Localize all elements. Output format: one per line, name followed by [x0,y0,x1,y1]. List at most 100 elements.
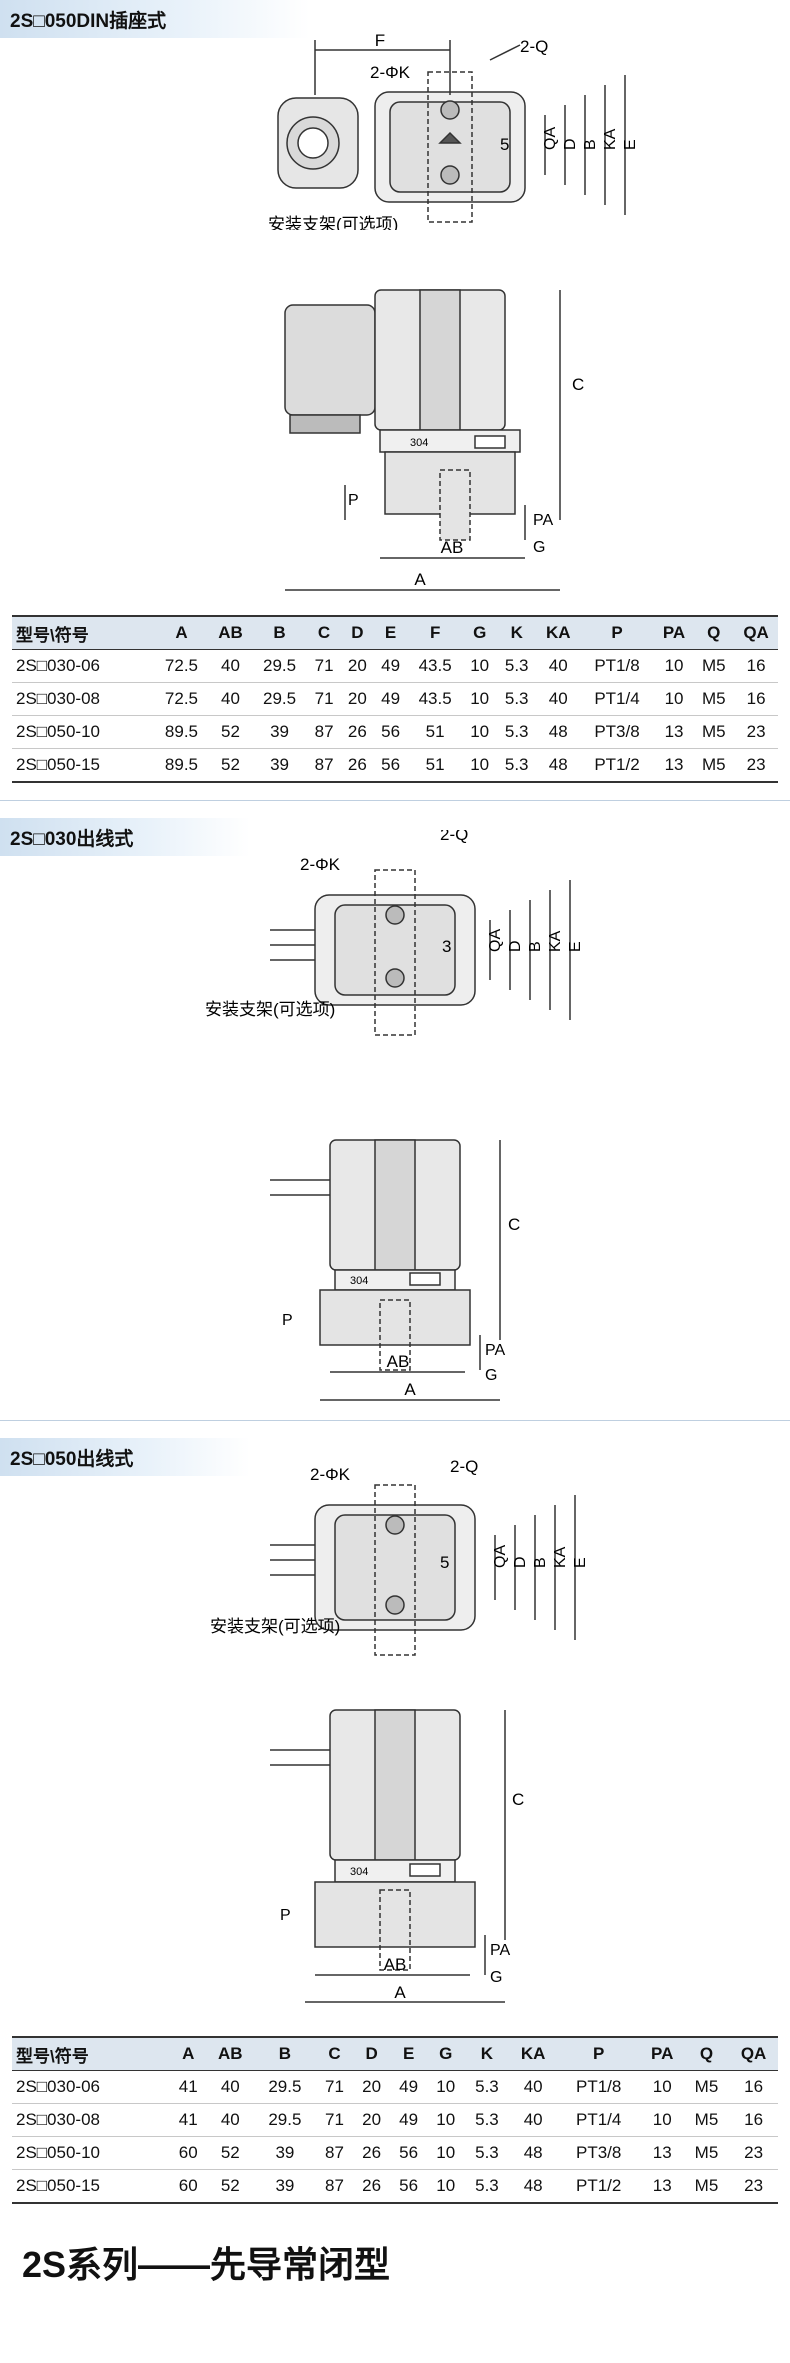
dim-B-2: B [527,941,544,952]
table-cell: 10 [654,649,694,683]
table-cell: 39 [251,715,308,749]
table-cell: 39 [253,2136,316,2170]
table-cell: 10 [640,2070,684,2104]
dim-D-2: D [507,940,524,952]
table-cell: 10 [427,2169,465,2204]
table-cell: 10 [463,748,497,783]
dim-G-2: G [485,1367,497,1384]
dim-KA: KA [602,128,619,150]
dim-E-2: E [567,941,584,952]
table-cell: 51 [407,715,464,749]
dim-P-3: P [280,1907,291,1924]
table-cell: 71 [315,2070,354,2104]
table-header-cell: PA [654,615,694,650]
table-cell: 87 [315,2136,354,2170]
table-cell: 13 [654,715,694,749]
table-cell: 5.3 [496,715,538,749]
dim-KA-2: KA [547,930,564,952]
dim-F: F [375,31,385,50]
table-cell: 13 [640,2136,684,2170]
table-cell: 43.5 [407,649,464,683]
table-cell: 52 [206,2136,254,2170]
table-cell: 26 [340,715,374,749]
table-header-cell: G [427,2036,465,2071]
050-top-view-drawing: 2-ΦK 2-Q 5 QA D B KA E 安装支架(可选项) [210,1457,589,1656]
table-cell: 49 [390,2070,428,2104]
table-header-cell: 型号\符号 [12,2036,170,2071]
table-cell: PT1/4 [556,2103,641,2137]
table-header-cell: KA [537,615,580,650]
table-cell: 87 [315,2169,354,2204]
table-cell: 5.3 [464,2070,510,2104]
table-cell: 72.5 [153,682,210,716]
table-cell: 56 [390,2169,428,2204]
table-cell: 10 [640,2103,684,2137]
table-cell: 16 [734,649,778,683]
dim-5: 5 [500,135,509,154]
table-cell: 71 [315,2103,354,2137]
table-cell: M5 [693,748,735,783]
table-cell: 41 [169,2070,207,2104]
table-cell: 23 [734,748,778,783]
din-top-view-drawing: F 2-ΦK 2-Q 5 QA D B KA E 安装支架(可选项) [268,31,639,230]
dim-B-3: B [532,1557,549,1568]
table-cell: 16 [734,682,778,716]
table-header-cell: PA [640,2036,684,2071]
dim-B: B [582,139,599,150]
table-cell: 13 [640,2169,684,2204]
table-header-cell: B [253,2036,316,2071]
table-cell: 49 [390,2103,428,2137]
table-cell: 60 [169,2169,207,2204]
table-header-cell: E [390,2036,428,2071]
dim-QA-2: QA [487,929,504,952]
table-cell: 51 [407,748,464,783]
table-cell: 20 [340,649,374,683]
bracket-label-3: 安装支架(可选项) [210,1617,340,1636]
table-header-cell: P [579,615,655,650]
table-header-cell: F [407,615,464,650]
mark-304-2: 304 [350,1275,368,1287]
series-footer-title: 2S系列——先导常闭型 [22,2244,391,2285]
table-header-cell: B [251,615,308,650]
table-cell: 20 [353,2070,391,2104]
dim-G-3: G [490,1969,502,1986]
table-cell: 13 [654,748,694,783]
table-cell: 71 [307,682,341,716]
table-cell: 56 [373,748,408,783]
section-title-050: 2S□050出线式 [0,1438,250,1476]
table-cell: 10 [463,715,497,749]
table-cell: 5.3 [496,682,538,716]
table-header-cell: A [169,2036,207,2071]
table-header-cell: C [315,2036,354,2071]
dim-G: G [533,539,545,556]
table-header-cell: Q [683,2036,730,2071]
table-cell: 39 [253,2169,316,2204]
table-cell: 40 [209,649,252,683]
dim-C: C [572,375,584,394]
030-side-view-drawing: 304 C P PA G AB A [270,1139,520,1401]
dim-E: E [622,139,639,150]
table-header-cell: AB [206,2036,254,2071]
dim-QA-3: QA [492,1545,509,1568]
table-cell: 40 [209,682,252,716]
table-cell: 52 [209,715,252,749]
table-cell: 41 [169,2103,207,2137]
din-side-view-drawing: 304 C P PA G AB A [284,289,584,591]
table-cell: 87 [307,748,341,783]
dim-AB-3: AB [384,1955,407,1974]
table-cell: 5.3 [496,649,538,683]
table-cell: 56 [390,2136,428,2170]
dim-E-3: E [572,1557,589,1568]
mark-304: 304 [410,437,428,449]
dim-A: A [414,570,426,589]
dim-P: P [348,492,359,509]
table-header-cell: C [307,615,341,650]
table-cell: 10 [463,649,497,683]
table-cell: 89.5 [153,715,210,749]
